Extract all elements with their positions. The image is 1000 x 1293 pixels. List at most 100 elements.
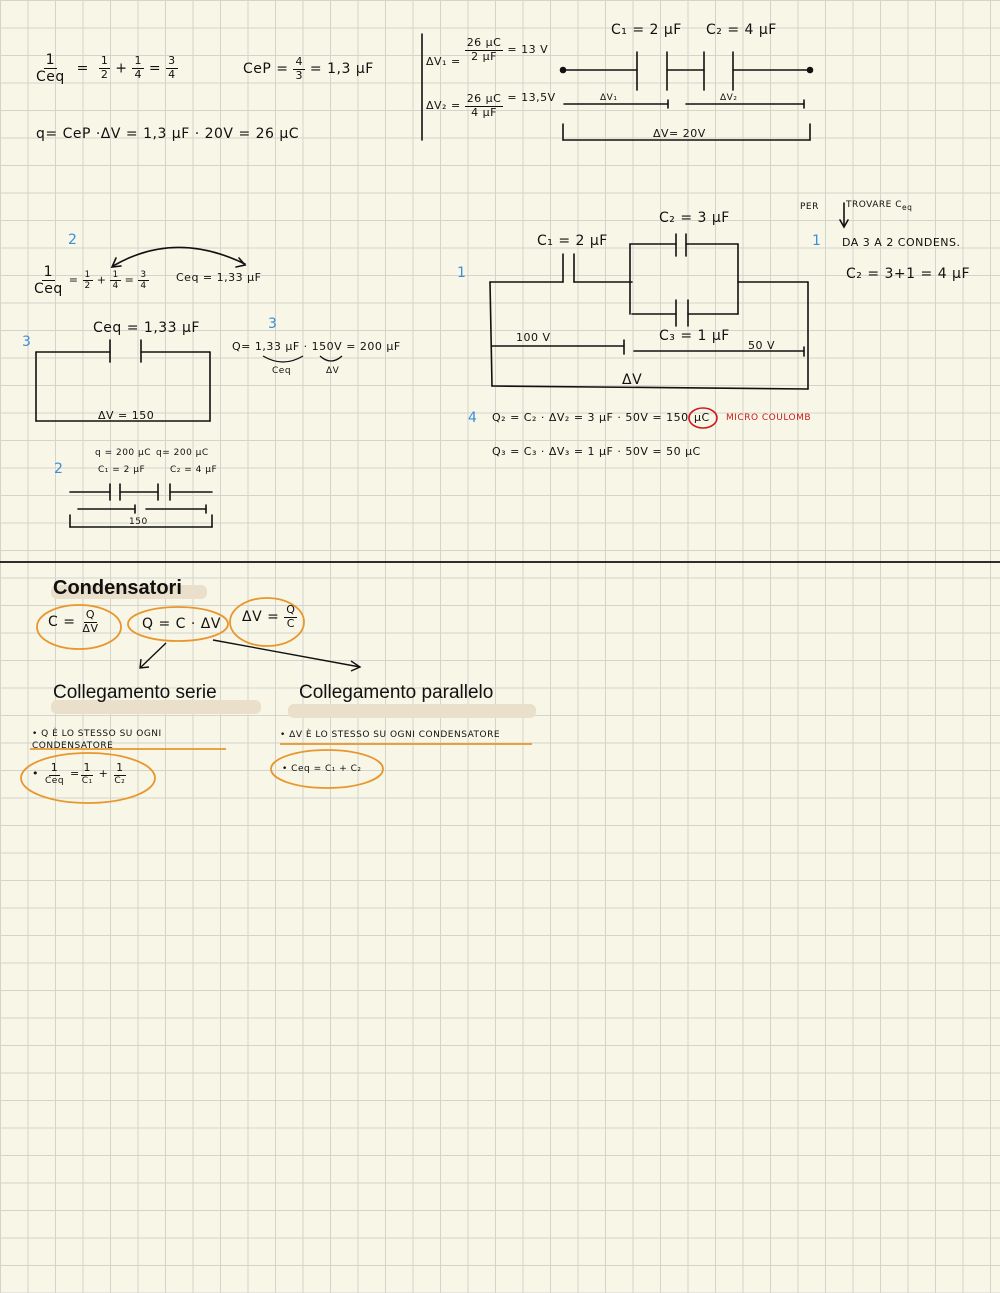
note-eq-sub: eq (902, 202, 913, 212)
dv2-rhs: = 13,5V (507, 91, 556, 105)
frac-den: 2 (84, 281, 91, 292)
dv-small-label: 150 (129, 517, 148, 527)
frac-num: 1 (48, 761, 61, 776)
note-line1: DA 3 A 2 CONDENS. (842, 236, 961, 249)
frac-den: Ceq (34, 281, 63, 298)
heading-parallelo: Collegamento parallelo (299, 682, 494, 703)
orange-circle-f1 (36, 604, 122, 650)
formula-charge: Q = C · ΔV (142, 616, 221, 632)
frac-den: 2 μF (471, 49, 497, 63)
par-bullet-1-text: ΔV È LO STESSO SU OGNI CONDENSATORE (289, 730, 501, 740)
c2-label-top: C₂ = 4 μF (706, 22, 777, 38)
frac-num: 1 (81, 761, 93, 776)
dv1-label: ΔV₁ (600, 93, 618, 103)
charge-formula: Q= 1,33 μF · 150V = 200 μF (232, 340, 401, 353)
par-bullet-2: • Ceq = C₁ + C₂ (282, 764, 362, 774)
serie-bullet-1: • Q È LO STESSO SU OGNI CONDENSATORE (32, 729, 162, 751)
frac-den: 3 (295, 68, 303, 82)
q2-unit: μC (694, 411, 710, 424)
q2-label: q= 200 μC (156, 448, 209, 458)
dv2-label: ΔV₂ (720, 93, 738, 103)
c1-par-label: C₁ = 2 μF (537, 233, 608, 249)
dv-par-label: ΔV (622, 372, 643, 388)
serie-bullet-1-text: Q È LO STESSO SU OGNI CONDENSATORE (32, 729, 162, 751)
title-highlight (51, 585, 207, 599)
q2-line: Q₂ = C₂ · ΔV₂ = 3 μF · 50V = 150 (492, 411, 689, 424)
heading-serie: Collegamento serie (53, 682, 217, 703)
step-marker-2: 2 (68, 232, 78, 248)
v100-label: 100 V (516, 331, 551, 344)
orange-circle-f3 (229, 597, 305, 647)
frac-num: 1 (82, 269, 93, 282)
frac-den: ΔV (82, 621, 99, 635)
orange-circle-f2 (127, 606, 229, 642)
note-line2: C₂ = 3+1 = 4 μF (846, 266, 971, 282)
frac-den: C₂ (114, 775, 126, 786)
circuit-parallel (489, 233, 809, 390)
red-circle (688, 407, 718, 429)
frac-den: Ceq (45, 775, 65, 786)
note-trovare-text: TROVARE C (846, 200, 902, 210)
curved-arrow (112, 246, 246, 267)
frac-den: 4 (168, 68, 176, 82)
ceq-underlabel: Ceq (272, 366, 292, 376)
step-marker-3: 3 (22, 334, 32, 350)
c1-small-label: C₁ = 2 μF (98, 465, 146, 475)
dv1-rhs: = 13 V (507, 43, 549, 57)
q1-label: q = 200 μC (95, 448, 152, 458)
ceq-lhs: CeP = (243, 61, 289, 78)
ceq-circuit-label: Ceq = 1,33 μF (93, 320, 200, 336)
frac-den: C (286, 616, 295, 630)
circuit-series-top (559, 51, 814, 141)
frac-num: Q (83, 608, 98, 623)
frac-num: 3 (166, 54, 178, 70)
frac-num: 4 (293, 55, 305, 70)
circuit-small-series (69, 483, 213, 528)
par-bullet-1: • ΔV È LO STESSO SU OGNI CONDENSATORE (280, 730, 501, 740)
frac-num: 1 (114, 761, 126, 776)
f3-lhs: ΔV = (242, 609, 280, 626)
step-marker-3b: 3 (268, 316, 278, 332)
note-trovare: TROVARE Ceq (846, 200, 912, 212)
frac-den: 4 (140, 281, 147, 292)
v50-label: 50 V (748, 339, 776, 352)
orange-circle-serie (20, 752, 156, 804)
frac-num: 1 (110, 269, 121, 282)
dv1-lhs: ΔV₁ = (426, 55, 461, 69)
c1-label-top: C₁ = 2 μF (611, 22, 682, 38)
dv-total-label: ΔV= 20V (653, 127, 706, 140)
ceq-rhs: = 1,3 μF (309, 61, 374, 78)
step-marker-4: 4 (468, 410, 478, 426)
frac-num: 3 (138, 269, 149, 282)
step-marker-1b: 1 (457, 265, 467, 281)
note-per: PER (800, 202, 819, 212)
frac-num: 1 (132, 54, 144, 70)
frac-den: 2 (100, 68, 109, 82)
frac-num: 1 (41, 264, 56, 282)
frac-den: C₁ (81, 775, 93, 786)
parallelo-highlight (288, 704, 536, 718)
circuit-ceq (35, 339, 211, 422)
c2-par-label: C₂ = 3 μF (659, 210, 730, 226)
dv2-lhs: ΔV₂ = (426, 99, 461, 113)
dv-underlabel: ΔV (326, 366, 340, 376)
serie-highlight (51, 700, 261, 714)
c2-small-label: C₂ = 4 μF (170, 465, 218, 475)
step-marker-1: 1 (812, 233, 822, 249)
f1-lhs: C = (48, 614, 76, 631)
notes-title: Condensatori (53, 577, 182, 599)
step-marker-2b: 2 (54, 461, 64, 477)
ceq-result-2: Ceq = 1,33 μF (176, 271, 262, 284)
frac-den: Ceq (36, 69, 65, 86)
q3-line: Q₃ = C₃ · ΔV₃ = 1 μF · 50V = 50 μC (492, 445, 701, 458)
c3-par-label: C₃ = 1 μF (659, 328, 730, 344)
orange-circle-par (270, 749, 384, 789)
